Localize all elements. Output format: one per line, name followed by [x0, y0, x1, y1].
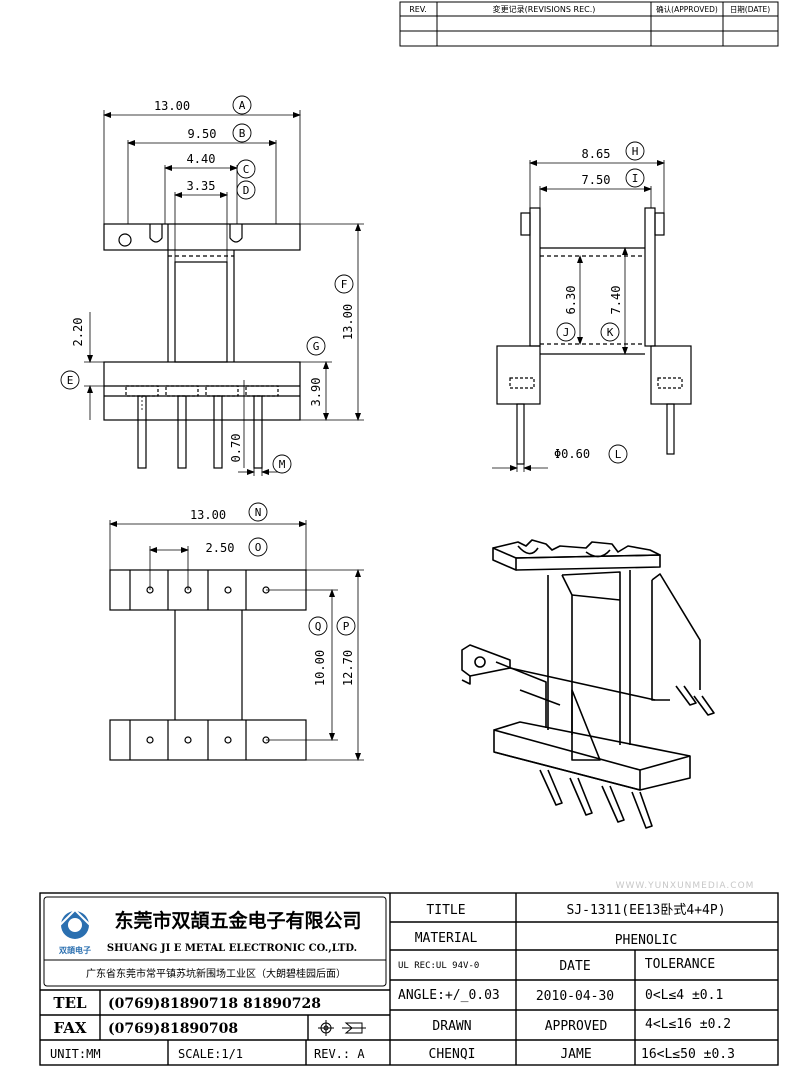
date-header: 日期(DATE) — [730, 5, 770, 14]
approved-header: 确认(APPROVED) — [656, 4, 718, 14]
front-view — [103, 223, 301, 469]
title-block — [39, 892, 779, 1066]
projection-symbol — [318, 1020, 366, 1036]
side-view — [496, 207, 692, 465]
revision-table — [399, 1, 779, 47]
bottom-view — [109, 569, 307, 761]
bottom-view-dimensions — [109, 520, 364, 761]
company-logo: 双頡电子 — [59, 908, 91, 955]
svg-text:双頡电子: 双頡电子 — [59, 945, 91, 955]
isometric-view — [461, 539, 715, 829]
side-view-dimensions — [492, 160, 665, 472]
rev-header: REV. — [409, 5, 427, 14]
front-view-dimensions — [84, 110, 364, 476]
revisions-header: 変更记录(REVISIONS REC.) — [493, 4, 596, 14]
